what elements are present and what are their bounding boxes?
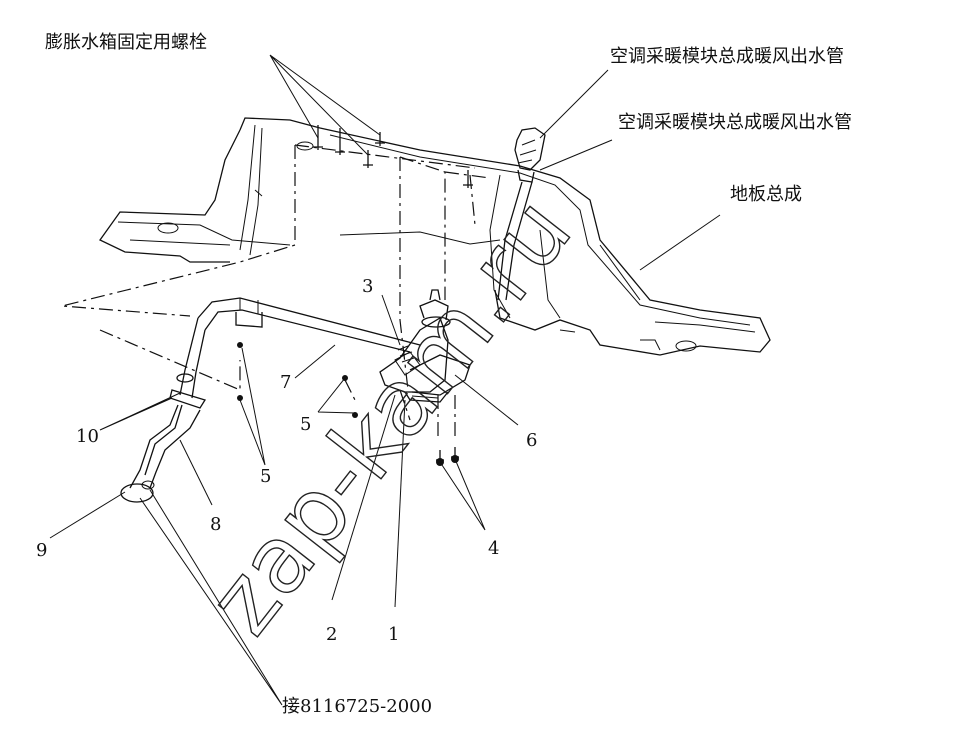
label-floor-assembly: 地板总成 — [730, 184, 802, 205]
label-expansion-tank-bolt: 膨胀水箱固定用螺栓 — [45, 32, 207, 53]
label-connect-part-number: 接8116725-2000 — [282, 696, 432, 717]
text-labels: 膨胀水箱固定用螺栓 空调采暖模块总成暖风出水管 空调采暖模块总成暖风出水管 地板… — [36, 32, 852, 717]
callout-6: 6 — [526, 430, 537, 451]
callout-4: 4 — [488, 538, 499, 559]
leader-lines — [49, 54, 721, 706]
floor-panel — [99, 117, 771, 356]
watermark: zap-kam.ru — [188, 178, 592, 653]
callout-9: 9 — [36, 540, 47, 561]
callout-5a: 5 — [300, 414, 311, 435]
callout-8: 8 — [210, 514, 221, 535]
callout-10: 10 — [76, 426, 99, 447]
water-hose-assembly — [120, 297, 421, 503]
callout-5b: 5 — [260, 466, 271, 487]
callout-7: 7 — [280, 372, 291, 393]
valve-assembly — [379, 289, 471, 466]
expansion-tank-bolts — [313, 125, 473, 188]
heater-outlet-pipe — [497, 127, 546, 301]
callout-2: 2 — [326, 624, 337, 645]
callout-3: 3 — [362, 276, 373, 297]
callout-1: 1 — [388, 624, 399, 645]
label-heater-outlet-pipe-1: 空调采暖模块总成暖风出水管 — [610, 46, 844, 67]
label-heater-outlet-pipe-2: 空调采暖模块总成暖风出水管 — [618, 112, 852, 133]
